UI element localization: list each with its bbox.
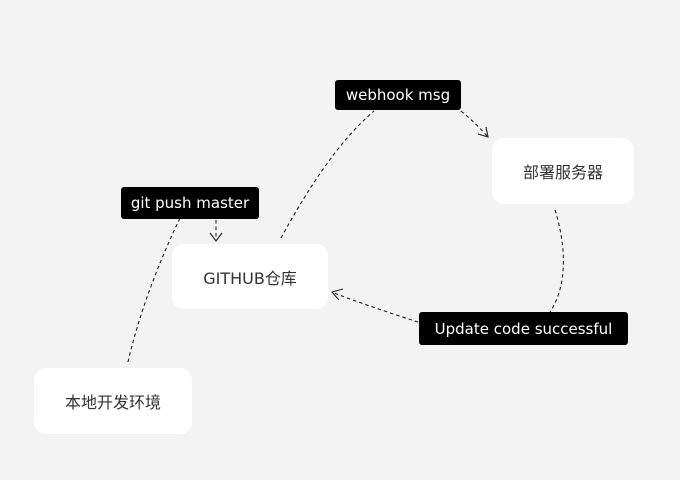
node-github-repo-label: GITHUB仓库 [203, 268, 297, 288]
edge-update-to-github [333, 292, 419, 323]
node-deploy-server: 部署服务器 [492, 138, 634, 204]
label-git-push-text: git push master [130, 194, 250, 212]
arrowhead-webhook-to-server [477, 126, 489, 138]
label-git-push: git push master [121, 187, 259, 219]
label-update-text: Update code successful [434, 319, 613, 338]
node-local-dev: 本地开发环境 [34, 368, 192, 434]
label-webhook: webhook msg [335, 80, 461, 110]
node-deploy-server-label: 部署服务器 [522, 163, 603, 182]
edge-local-to-push [127, 217, 181, 363]
label-update: Update code successful [419, 312, 628, 345]
arrowhead-update-to-github [331, 288, 344, 301]
edge-server-to-update [549, 209, 564, 313]
edge-webhook-to-server [460, 110, 488, 137]
label-webhook-text: webhook msg [345, 86, 451, 104]
arrowhead-push-to-github [209, 232, 223, 242]
node-github-repo: GITHUB仓库 [172, 244, 328, 309]
edge-github-to-webhook [280, 110, 375, 239]
node-local-dev-label: 本地开发环境 [64, 393, 161, 412]
